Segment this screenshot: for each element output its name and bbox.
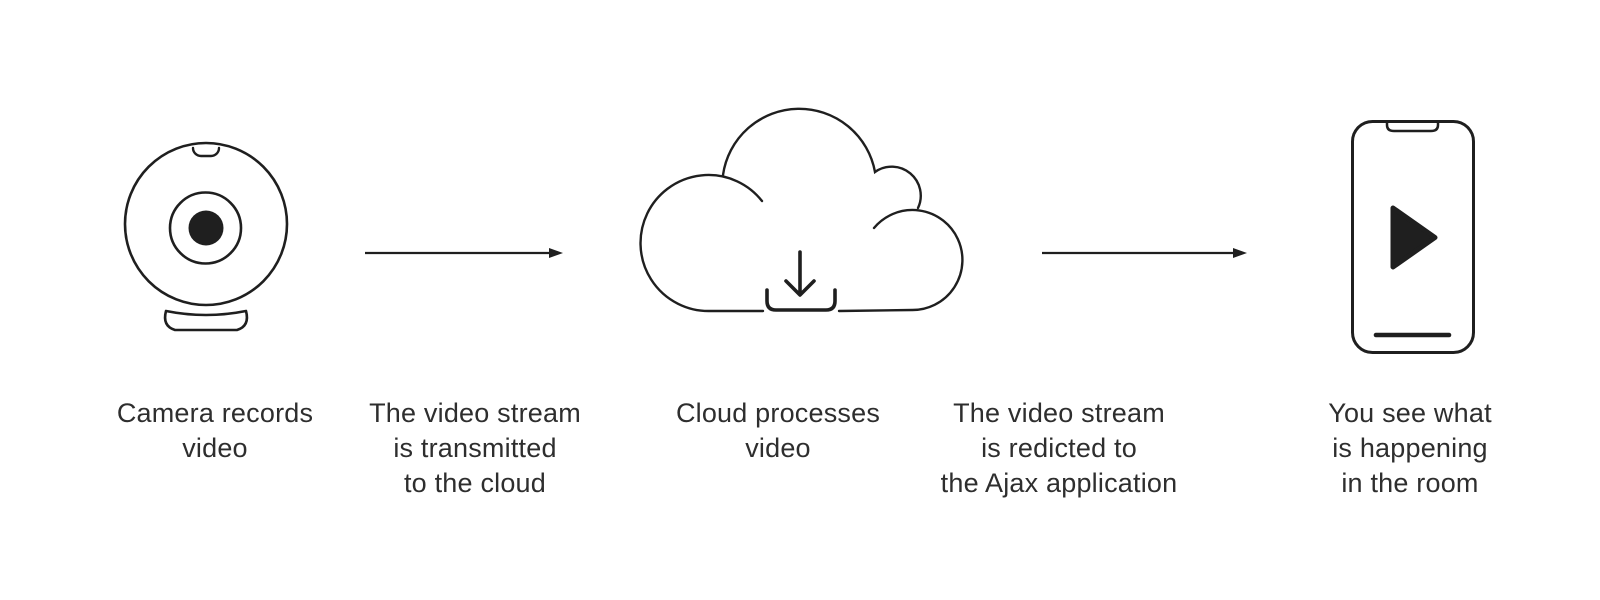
caption-line: the Ajax application — [940, 468, 1178, 498]
caption-line: The video stream — [953, 398, 1165, 428]
caption-line: video — [745, 433, 811, 463]
phone-body — [1351, 120, 1475, 354]
cloud-top-lobe — [721, 107, 922, 210]
caption-line: is transmitted — [393, 433, 557, 463]
caption-line: Camera records — [116, 398, 314, 428]
arrow-head — [1233, 248, 1247, 258]
download-tray — [765, 288, 837, 312]
cloud-right-lobe — [837, 208, 964, 313]
caption-line: The video stream — [369, 398, 581, 428]
cloud-download-icon — [639, 107, 964, 313]
caption-redirect: The video stream is redicted to the Ajax… — [859, 396, 1259, 501]
caption-line: is redicted to — [981, 433, 1137, 463]
caption-line: video — [182, 433, 248, 463]
webcam-top-notch — [191, 146, 221, 158]
arrow-right-icon — [1042, 248, 1247, 258]
caption-cloud: Cloud processes video — [578, 396, 978, 466]
play-triangle — [1390, 205, 1438, 270]
phone-notch — [1385, 122, 1440, 133]
caption-line: You see what — [1328, 398, 1492, 428]
caption-camera: Camera records video — [15, 396, 415, 466]
caption-line: to the cloud — [403, 468, 546, 498]
webcam-lens-ring — [168, 191, 243, 265]
caption-line: in the room — [1341, 468, 1479, 498]
cloud-left-lobe — [639, 173, 765, 313]
caption-phone: You see what is happening in the room — [1210, 396, 1600, 501]
arrow-head — [549, 248, 563, 258]
caption-line: is happening — [1332, 433, 1488, 463]
arrow-right-icon — [365, 248, 563, 258]
webcam-icon — [123, 141, 289, 332]
download-arrow — [784, 250, 816, 297]
smartphone-play-icon — [1351, 120, 1475, 354]
webcam-stand — [163, 309, 249, 332]
caption-line: Cloud processes — [675, 398, 881, 428]
caption-transmit: The video stream is transmitted to the c… — [275, 396, 675, 501]
webcam-lens-pupil — [188, 210, 224, 246]
webcam-body-circle — [123, 141, 289, 307]
